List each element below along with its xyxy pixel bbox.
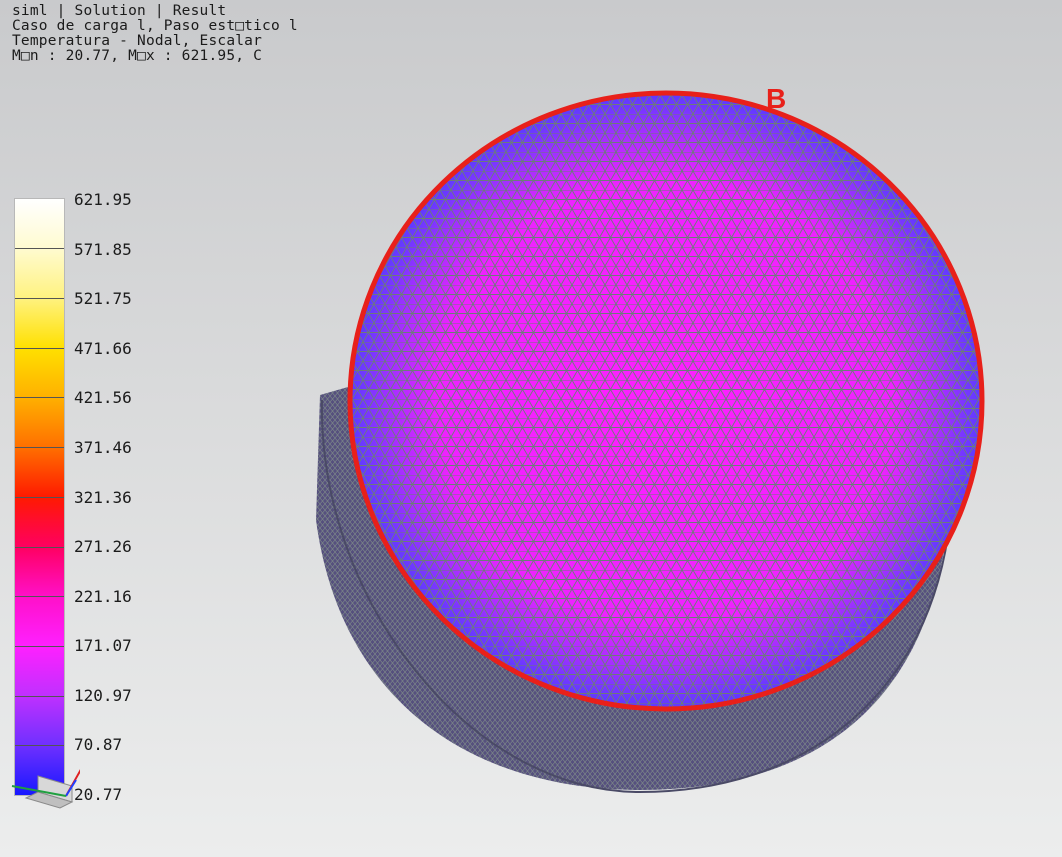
legend-label: 471.66 <box>74 339 132 358</box>
legend-label: 120.97 <box>74 686 132 705</box>
legend-label: 70.87 <box>74 735 123 754</box>
legend-label: 371.46 <box>74 438 132 457</box>
result-header: siml | Solution | Result Caso de carga l… <box>12 4 298 64</box>
legend-label: 20.77 <box>74 785 123 804</box>
header-line-result-type: Temperatura - Nodal, Escalar <box>12 33 263 49</box>
legend-label: 571.85 <box>74 240 132 259</box>
coordinate-triad-icon[interactable] <box>10 750 80 810</box>
legend-label: 221.16 <box>74 587 132 606</box>
legend-label: 271.26 <box>74 537 132 556</box>
annotation-circle <box>347 90 985 712</box>
model-viewport[interactable]: B <box>300 80 1020 800</box>
annotation-label: B <box>766 83 786 114</box>
legend-tick <box>15 397 64 398</box>
legend-label: 321.36 <box>74 488 132 507</box>
legend-tick <box>15 745 64 746</box>
legend-label: 171.07 <box>74 636 132 655</box>
legend-tick <box>15 646 64 647</box>
header-line-load-case: Caso de carga l, Paso est□tico l <box>12 18 298 34</box>
header-line-min-max: M□n : 20.77, M□x : 621.95, C <box>12 48 263 64</box>
legend-label: 621.95 <box>74 190 132 209</box>
legend-tick <box>15 298 64 299</box>
legend-tick <box>15 248 64 249</box>
legend-tick <box>15 497 64 498</box>
cylinder-top-face <box>350 93 982 709</box>
legend-tick <box>15 696 64 697</box>
legend-tick <box>15 447 64 448</box>
legend-tick <box>15 348 64 349</box>
color-legend-bar <box>14 198 65 796</box>
legend-tick <box>15 596 64 597</box>
header-line-model: siml | Solution | Result <box>12 3 227 19</box>
legend-tick <box>15 547 64 548</box>
legend-label: 521.75 <box>74 289 132 308</box>
legend-label: 421.56 <box>74 388 132 407</box>
